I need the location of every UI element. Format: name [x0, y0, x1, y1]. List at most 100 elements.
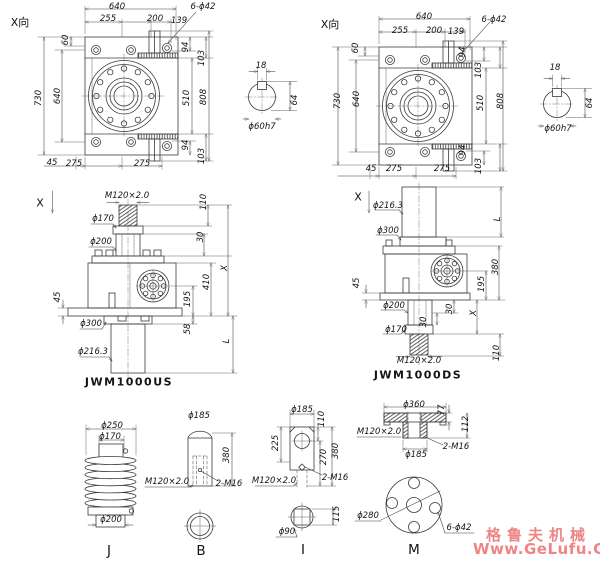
flange-view-ds-dim: 94 — [458, 46, 468, 58]
jack-side-us-dim: 195 — [183, 290, 193, 308]
section-arrow-label: X — [354, 190, 362, 204]
accessory-j-drawing — [84, 424, 137, 528]
shaft-key-section-us-dim: ϕ60h7 — [248, 122, 276, 132]
jack-side-us-dim: 30 — [196, 231, 206, 243]
flange-view-us-dim: 60 — [61, 34, 71, 46]
flange-view-ds-dim: 200 — [425, 26, 443, 36]
flange-view-us-dim: 640 — [53, 87, 63, 105]
jack-side-ds-dim: 45 — [352, 277, 362, 289]
flange-view-us-dim: 640 — [108, 2, 126, 12]
jack-side-ds-dim: 30 — [419, 316, 429, 328]
jack-side-ds-dim: 380 — [491, 258, 501, 276]
accessory-m-drawing — [354, 402, 475, 534]
flange-view-ds-dim: 730 — [333, 92, 343, 110]
jack-side-ds-dim: ϕ200 — [383, 301, 405, 311]
flange-view-us-dim: 255 — [99, 14, 117, 24]
shaft-key-section-ds-dim: 64 — [585, 97, 595, 109]
accessory-b-dim: 2-M16 — [215, 479, 243, 489]
accessory-b-drawing — [144, 430, 237, 543]
jack-side-ds-dim: 195 — [477, 275, 487, 293]
flange-view-us-dim: 730 — [34, 89, 44, 107]
jack-side-us-dim: X — [220, 265, 230, 271]
accessory-m-dim: ϕ280 — [357, 511, 379, 521]
accessory-j-dim: ϕ170 — [99, 432, 121, 442]
model-label-us: JWM1000US — [84, 375, 174, 389]
flange-view-ds-dim: 275 — [433, 164, 451, 174]
jack-side-us-dim: 58 — [183, 323, 193, 335]
accessory-letter: B — [196, 543, 206, 559]
accessory-i-dim: 225 — [271, 434, 281, 452]
hole-callout: 6-ϕ42 — [446, 523, 472, 533]
flange-view-ds-dim: 640 — [352, 90, 362, 108]
accessory-i-drawing — [254, 409, 338, 538]
jack-side-ds-dim: 110 — [492, 344, 502, 362]
accessory-b-dim: 380 — [222, 446, 232, 464]
flange-view-us-dim: 275 — [65, 159, 83, 169]
jack-side-us-dim: ϕ200 — [90, 237, 112, 247]
flange-view-ds-dim: 103 — [474, 61, 484, 79]
jack-side-us-dim: ϕ300 — [80, 319, 102, 329]
flange-view-us-dim: 94 — [181, 41, 191, 53]
accessory-m-dim: ϕ360 — [403, 400, 425, 410]
jack-side-us-dim: 410 — [202, 273, 212, 291]
jack-side-ds-dim: 30 — [445, 303, 455, 315]
jack-side-ds-drawing — [361, 182, 506, 367]
accessory-i-dim: 270 — [319, 448, 329, 466]
flange-view-us-dim: 139 — [170, 16, 188, 26]
flange-view-us-dim: 94 — [181, 139, 191, 151]
accessory-m-dim: ϕ185 — [405, 450, 427, 460]
watermark-line1: 格鲁夫机械 — [486, 526, 592, 544]
flange-view-us-dim: 103 — [197, 49, 207, 67]
accessory-b-dim: ϕ185 — [188, 411, 210, 421]
flange-view-ds-dim: 103 — [474, 157, 484, 175]
flange-view-ds-dim: 45 — [365, 164, 377, 174]
accessory-b-dim: M120×2.0 — [144, 477, 190, 487]
jack-side-us-dim: M120×2.0 — [104, 191, 150, 201]
shaft-key-section-ds-dim: ϕ60h7 — [544, 124, 572, 134]
view-direction-label: X向 — [10, 16, 30, 29]
accessory-j-dim: ϕ200 — [100, 515, 122, 525]
view-direction-label: X向 — [320, 18, 340, 31]
accessory-j-dim: ϕ250 — [101, 421, 123, 431]
flange-view-us-dim: 45 — [46, 158, 58, 168]
jack-side-ds-dim: ϕ170 — [385, 325, 407, 335]
flange-view-us-dim: 275 — [133, 159, 151, 169]
accessory-m-dim: 2-M16 — [442, 442, 470, 452]
accessory-letter: I — [301, 542, 305, 558]
model-label-ds: JWM1000DS — [373, 368, 463, 382]
hole-callout: 6-ϕ42 — [481, 15, 507, 25]
flange-view-ds-dim: 275 — [385, 164, 403, 174]
flange-view-ds-dim: 139 — [447, 27, 465, 37]
flange-view-ds-dim: 94 — [458, 144, 468, 156]
accessory-i-dim: M120×2.0 — [251, 476, 297, 486]
flange-view-ds-dim: 808 — [496, 92, 506, 110]
accessory-m-dim: 77 — [437, 404, 447, 416]
jack-side-us-dim: 110 — [199, 193, 209, 211]
flange-view-us-dim: 808 — [199, 88, 209, 106]
accessory-i-dim: 110 — [317, 410, 327, 428]
accessory-i-dim: ϕ185 — [291, 405, 313, 415]
accessory-m-dim: 112 — [461, 415, 471, 433]
accessory-i-dim: 2-M16 — [321, 473, 349, 483]
accessory-i-dim: ϕ90 — [278, 527, 296, 537]
flange-view-us-dim: 103 — [197, 147, 207, 165]
flange-view-ds-dim: 255 — [391, 26, 409, 36]
jack-side-us-drawing — [53, 190, 238, 379]
shaft-key-section-us-drawing — [243, 68, 297, 119]
accessory-letter: M — [408, 542, 420, 558]
accessory-m-dim: M120×2.0 — [356, 427, 402, 437]
jack-side-us-dim: ϕ170 — [92, 214, 114, 224]
flange-view-us-dim: 510 — [182, 89, 192, 107]
accessory-letter: J — [107, 543, 111, 559]
shaft-key-section-us-dim: 64 — [290, 94, 300, 106]
hole-callout: 6-ϕ42 — [190, 2, 216, 12]
flange-view-ds-dim: 640 — [415, 12, 433, 22]
jack-side-ds-dim: X — [469, 310, 479, 316]
jack-side-us-dim: ϕ216.3 — [78, 347, 108, 357]
shaft-key-section-ds-drawing — [538, 75, 592, 126]
jack-side-ds-dim: M120×2.0 — [396, 356, 442, 366]
flange-view-ds-dim: 60 — [351, 42, 361, 54]
flange-view-ds-dim: 510 — [476, 94, 486, 112]
